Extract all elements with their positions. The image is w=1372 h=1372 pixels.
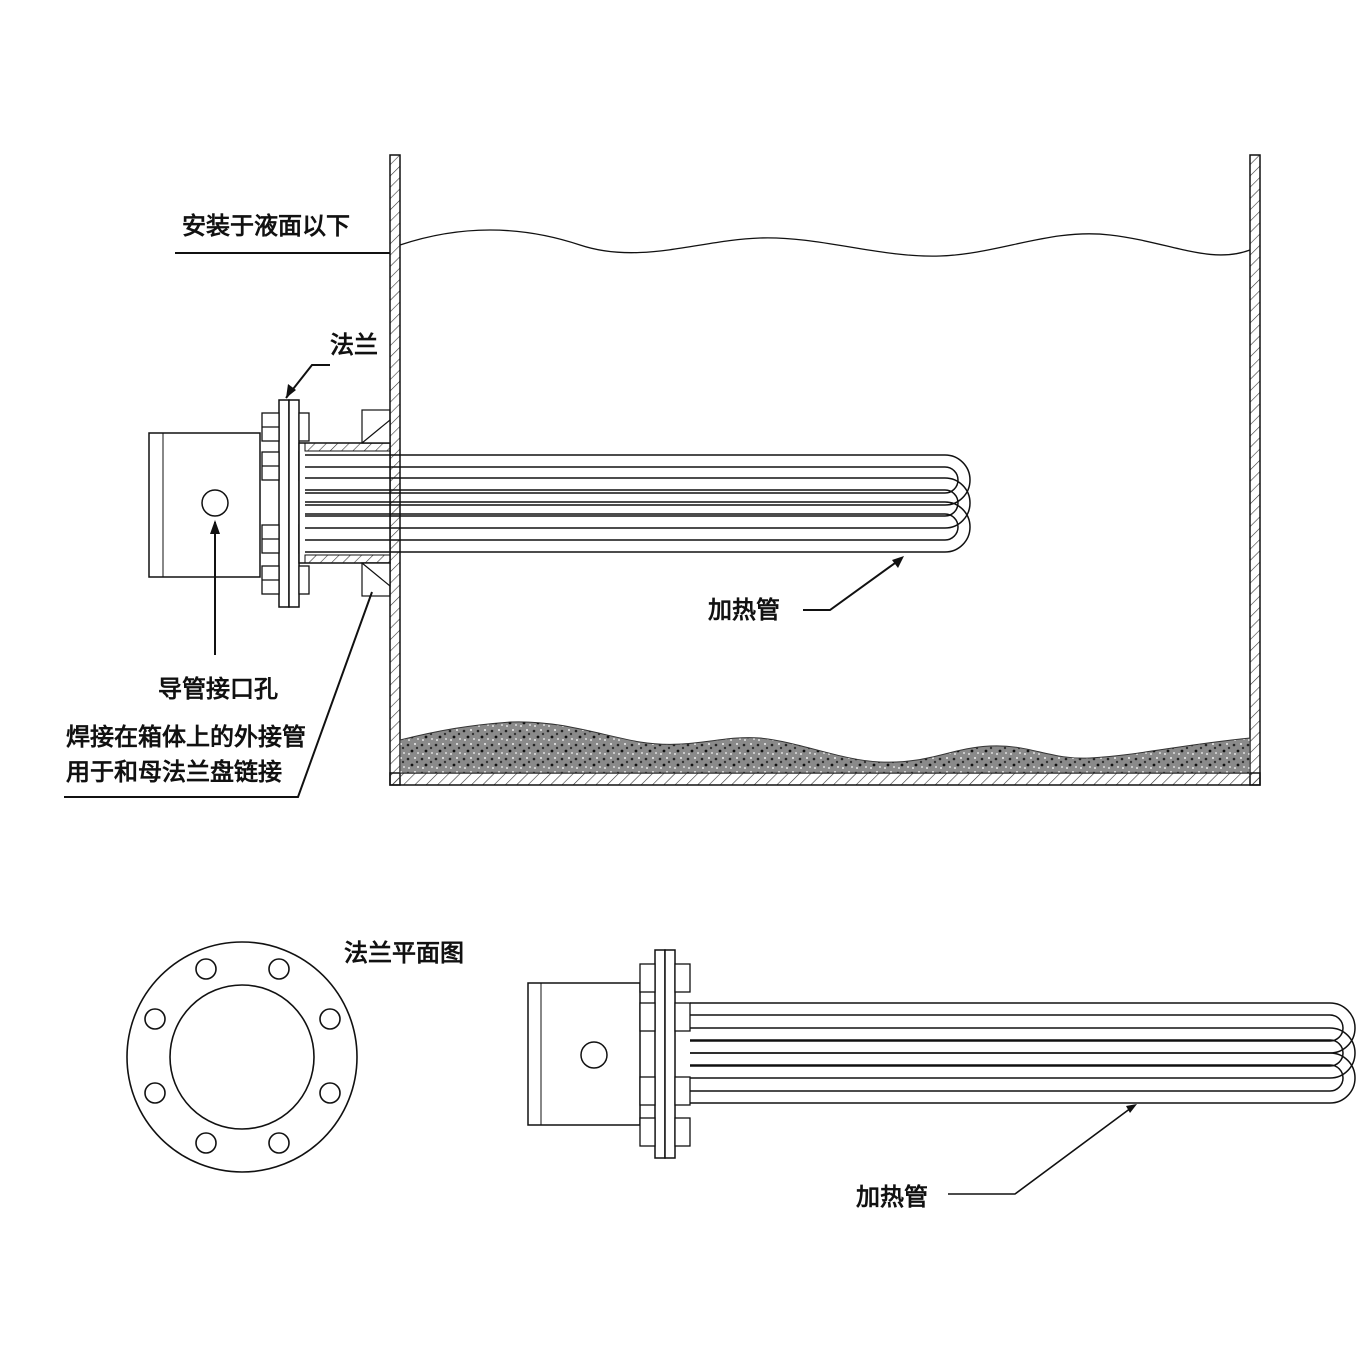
heating-tubes-top — [305, 454, 971, 553]
welded-outer-pipe — [298, 442, 391, 564]
sediment-layer — [399, 721, 1251, 774]
flange-plan-view — [126, 941, 358, 1173]
label-conduit-port-hole: 导管接口孔 — [158, 675, 278, 703]
label-heating-tube-bottom: 加热管 — [856, 1183, 928, 1211]
label-install-below-liquid: 安装于液面以下 — [182, 212, 350, 240]
label-heating-tube-top: 加热管 — [708, 596, 780, 624]
flange-bolts — [261, 412, 310, 595]
leader-lines-top — [64, 252, 903, 798]
conduit-port-hole-bottom — [580, 1041, 608, 1069]
bottom-heater-assembly — [527, 949, 1356, 1195]
tank — [389, 154, 1261, 786]
top-heater-assembly — [148, 399, 971, 608]
label-welded-pipe-line2: 用于和母法兰盘链接 — [66, 758, 282, 786]
label-flange-plan-view: 法兰平面图 — [344, 939, 464, 967]
conduit-port-hole — [201, 489, 229, 517]
flange-plate-right — [288, 399, 300, 608]
leader-arrowheads-top — [210, 384, 904, 568]
heating-tubes-bottom — [690, 1002, 1356, 1104]
label-flange: 法兰 — [330, 331, 378, 359]
flange-plate-left — [278, 399, 290, 608]
liquid-surface-line — [399, 229, 1251, 257]
label-welded-pipe-line1: 焊接在箱体上的外接管 — [66, 723, 306, 751]
